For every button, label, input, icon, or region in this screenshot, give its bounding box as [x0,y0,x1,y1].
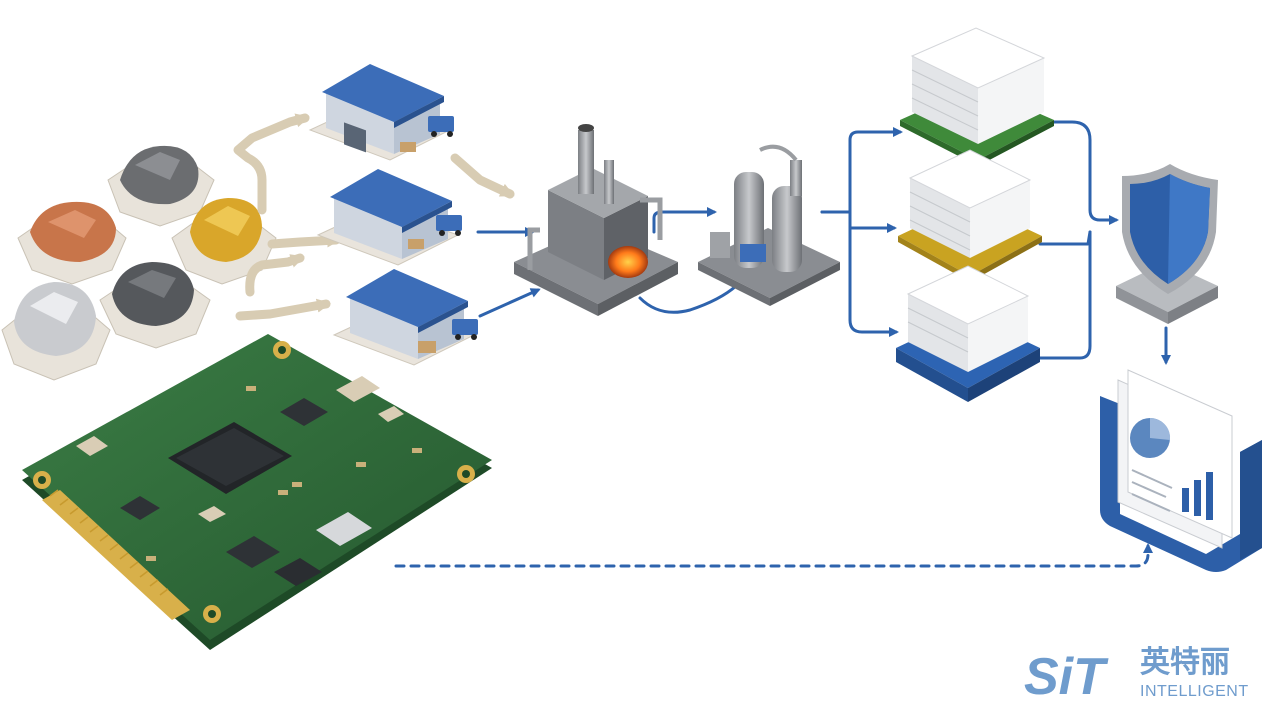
arrow-stack-yellow-to-shield [1038,230,1092,246]
arrow-refinery-to-stack-blue [848,226,899,337]
blue-base-stack-icon [896,265,1040,402]
raw-arrow-bottom [235,298,331,321]
raw-material-arrows [233,113,515,321]
copper-ore-icon [17,201,127,285]
warehouse-bottom-icon [332,269,478,366]
arrow-smelter-to-refinery-bottom [638,284,738,314]
smelter-furnace-icon [514,124,678,316]
refinery-tanks-icon [698,144,840,306]
yellow-base-stack-icon [898,149,1042,282]
logo-chinese: 英特丽 [1140,645,1230,680]
arrow-refinery-to-stack-yellow [820,210,897,233]
logo-english: INTELLIGENT [1140,683,1249,700]
dark-ore-icon [99,262,211,349]
raw-arrow-top [233,113,310,215]
gold-ore-icon [171,198,277,285]
arrow-pcb-to-folder-dashed [394,543,1153,568]
green-base-stack-icon [900,27,1054,166]
arrow-smelter-to-refinery-top [652,207,717,234]
arrow-warehouse-to-smelter-low [478,288,541,318]
shield-icon [1116,164,1218,324]
mineral-ores-group [1,145,277,381]
company-logo: SiT 英特丽 INTELLIGENT [1024,645,1249,706]
logo-mark: SiT [1024,648,1109,706]
arrow-stack-green-to-shield [1052,120,1119,225]
silver-ore-icon [1,282,111,381]
pcb-circuit-board-icon [22,334,492,650]
warehouse-middle-icon [316,169,462,266]
arrow-stack-blue-to-shield [1038,230,1092,360]
warehouse-top-icon [308,64,454,161]
raw-arrow-middle [267,233,341,249]
raw-arrow-lower [245,253,305,297]
gray-ore-icon [107,145,215,227]
blue-flow-arrows [394,120,1171,568]
raw-arrow-to-smelter-top [450,153,515,199]
arrow-refinery-to-stack-green [820,127,903,214]
report-folder-icon [1100,369,1262,572]
